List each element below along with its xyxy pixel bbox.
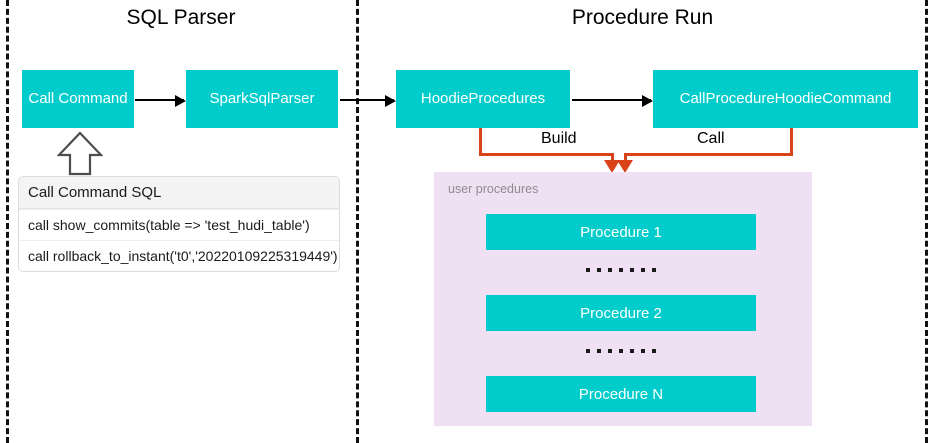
down-arrow-icon-call (617, 160, 633, 173)
call-connector-drop (624, 153, 627, 161)
up-block-arrow-icon (57, 131, 103, 176)
user-procedures-panel: user procedures Procedure 1 Procedure 2 … (434, 172, 812, 426)
procedure-box[interactable]: Procedure N (486, 376, 756, 412)
sql-table-row: call rollback_to_instant('t0','202201092… (19, 240, 339, 271)
sql-table-row: call show_commits(table => 'test_hudi_ta… (19, 209, 339, 240)
user-procedures-label: user procedures (448, 182, 539, 196)
procedure-box[interactable]: Procedure 2 (486, 295, 756, 331)
procedure-separator-dots (486, 260, 756, 280)
section-title-sql-parser: SQL Parser (126, 6, 236, 29)
call-connector-horizontal (624, 153, 793, 156)
build-connector-horizontal (479, 153, 614, 156)
call-connector-vertical (790, 128, 793, 156)
build-connector-vertical (479, 128, 482, 156)
node-hoodie-procedures[interactable]: HoodieProcedures (396, 70, 570, 128)
right-arrow-icon-hoodie-to-command (572, 95, 653, 107)
node-call-procedure-hoodie-command[interactable]: CallProcedureHoodieCommand (653, 70, 918, 128)
right-arrow-icon-parser-to-hoodie (340, 95, 396, 107)
node-call-command[interactable]: Call Command (22, 70, 134, 128)
procedure-separator-dots (486, 341, 756, 361)
procedure-box[interactable]: Procedure 1 (486, 214, 756, 250)
sql-table-header: Call Command SQL (19, 177, 339, 209)
divider-middle (356, 0, 359, 443)
edge-label-build: Build (536, 130, 582, 148)
down-arrow-icon-build (604, 160, 620, 173)
divider-right (925, 0, 928, 443)
call-command-sql-table: Call Command SQL call show_commits(table… (18, 176, 340, 272)
build-connector-drop (611, 153, 614, 161)
divider-left (6, 0, 9, 443)
edge-label-call: Call (692, 130, 730, 148)
node-spark-sql-parser[interactable]: SparkSqlParser (186, 70, 338, 128)
right-arrow-icon-call-to-parser (135, 95, 186, 107)
section-title-procedure-run: Procedure Run (571, 6, 714, 29)
